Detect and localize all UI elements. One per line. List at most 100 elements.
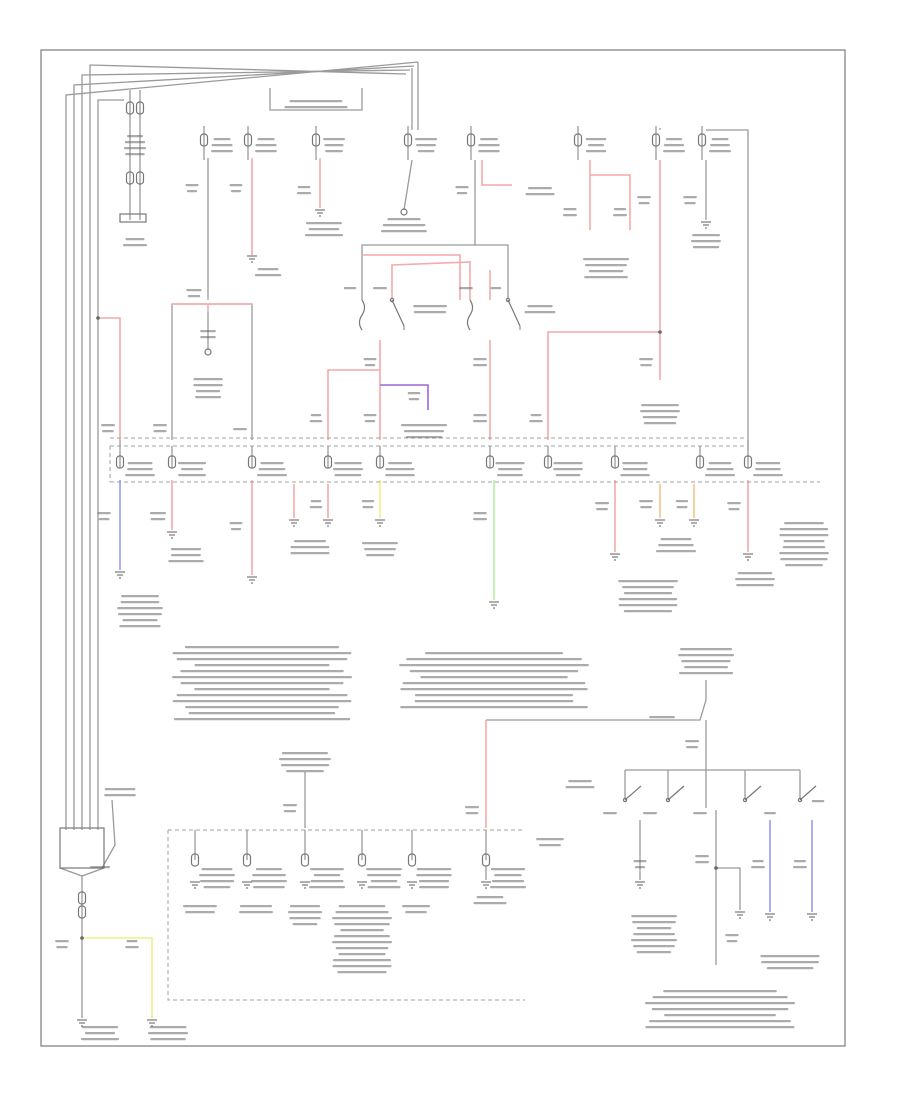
illegible-label-line bbox=[643, 812, 657, 815]
illegible-label-line bbox=[405, 911, 427, 914]
illegible-label-line bbox=[361, 500, 375, 503]
illegible-label-line bbox=[725, 934, 739, 937]
battery-terminal-block bbox=[59, 827, 105, 869]
illegible-label-line bbox=[125, 238, 145, 241]
illegible-label-line bbox=[563, 214, 577, 217]
illegible-label-line bbox=[779, 552, 829, 555]
black-wire bbox=[269, 88, 363, 111]
illegible-label-line bbox=[81, 1038, 119, 1041]
fuse-symbol bbox=[125, 101, 135, 115]
relay-coil bbox=[466, 299, 474, 331]
illegible-label-line bbox=[124, 141, 146, 144]
illegible-label-line bbox=[417, 150, 435, 153]
illegible-label-line bbox=[309, 420, 323, 423]
illegible-label-line bbox=[638, 202, 650, 205]
fuse-symbol bbox=[300, 853, 310, 867]
fuse-symbol bbox=[135, 171, 145, 185]
illegible-label-line bbox=[680, 648, 733, 651]
illegible-label-line bbox=[663, 150, 685, 153]
illegible-label-line bbox=[123, 244, 147, 247]
illegible-label-line bbox=[200, 880, 235, 883]
illegible-label-line bbox=[618, 604, 678, 607]
illegible-label-line bbox=[684, 202, 696, 205]
illegible-label-line bbox=[751, 866, 765, 869]
illegible-label-line bbox=[633, 860, 647, 863]
illegible-label-line bbox=[639, 358, 653, 361]
illegible-label-line bbox=[530, 414, 542, 417]
illegible-label-line bbox=[187, 295, 201, 298]
illegible-label-line bbox=[362, 506, 374, 509]
fuse-symbol bbox=[125, 171, 135, 185]
fuse-block-outlines bbox=[109, 437, 820, 1001]
illegible-label-line bbox=[755, 468, 781, 471]
illegible-label-line bbox=[150, 512, 166, 515]
illegible-label-line bbox=[529, 420, 543, 423]
black-wire bbox=[361, 244, 475, 300]
illegible-label-line bbox=[413, 305, 447, 308]
illegible-label-line bbox=[194, 688, 330, 691]
illegible-label-line bbox=[408, 398, 420, 401]
illegible-label-line bbox=[363, 358, 377, 361]
illegible-label-line bbox=[102, 430, 114, 433]
illegible-label-line bbox=[200, 336, 216, 339]
illegible-label-line bbox=[56, 946, 68, 949]
illegible-label-line bbox=[636, 951, 672, 954]
illegible-label-line bbox=[104, 788, 136, 791]
illegible-label-line bbox=[708, 462, 732, 465]
illegible-label-line bbox=[185, 706, 339, 709]
illegible-label-line bbox=[213, 138, 231, 141]
illegible-label-line bbox=[735, 578, 775, 581]
illegible-label-line bbox=[705, 474, 735, 477]
illegible-label-line bbox=[480, 138, 498, 141]
illegible-label-line bbox=[239, 911, 273, 914]
illegible-label-line bbox=[310, 880, 344, 883]
illegible-label-line bbox=[658, 544, 694, 547]
illegible-label-line bbox=[793, 866, 807, 869]
illegible-label-line bbox=[631, 915, 677, 918]
fuse-symbol bbox=[610, 455, 620, 469]
illegible-label-line bbox=[476, 896, 504, 899]
diode-symbol bbox=[400, 208, 408, 216]
illegible-label-line bbox=[258, 468, 286, 471]
illegible-label-line bbox=[148, 1032, 188, 1035]
illegible-label-line bbox=[583, 258, 629, 261]
illegible-label-line bbox=[171, 554, 201, 557]
fuse-symbol bbox=[77, 905, 87, 919]
illegible-label-line bbox=[404, 430, 444, 433]
illegible-label-line bbox=[684, 666, 728, 669]
illegible-label-line bbox=[230, 528, 242, 531]
illegible-label-line bbox=[286, 770, 324, 773]
switch-blade bbox=[667, 785, 685, 801]
illegible-label-line bbox=[338, 953, 386, 956]
illegible-label-line bbox=[490, 868, 526, 871]
illegible-label-line bbox=[779, 534, 829, 537]
illegible-label-line bbox=[324, 144, 344, 147]
illegible-label-group bbox=[55, 100, 829, 1041]
illegible-label-line bbox=[737, 572, 773, 575]
fuse-symbol bbox=[323, 455, 333, 469]
illegible-label-line bbox=[251, 880, 287, 883]
illegible-label-line bbox=[663, 990, 777, 993]
illegible-label-line bbox=[283, 810, 297, 813]
illegible-label-line bbox=[385, 474, 415, 477]
illegible-label-line bbox=[125, 153, 145, 156]
illegible-label-line bbox=[643, 422, 677, 425]
illegible-label-line bbox=[568, 780, 592, 783]
illegible-label-line bbox=[172, 652, 352, 655]
illegible-label-line bbox=[415, 138, 437, 141]
illegible-label-line bbox=[281, 764, 330, 767]
diode-symbol bbox=[204, 348, 212, 356]
illegible-label-line bbox=[645, 1026, 795, 1029]
fuse-symbol bbox=[199, 133, 209, 147]
illegible-label-line bbox=[620, 474, 650, 477]
illegible-label-line bbox=[727, 502, 741, 505]
illegible-label-line bbox=[367, 874, 401, 877]
colored-wire bbox=[380, 384, 429, 410]
illegible-label-line bbox=[127, 468, 153, 471]
illegible-label-line bbox=[289, 100, 343, 103]
illegible-label-line bbox=[382, 224, 426, 227]
illegible-label-line bbox=[649, 716, 675, 719]
illegible-label-line bbox=[122, 619, 158, 622]
illegible-label-line bbox=[401, 424, 447, 427]
illegible-label-line bbox=[726, 940, 738, 943]
